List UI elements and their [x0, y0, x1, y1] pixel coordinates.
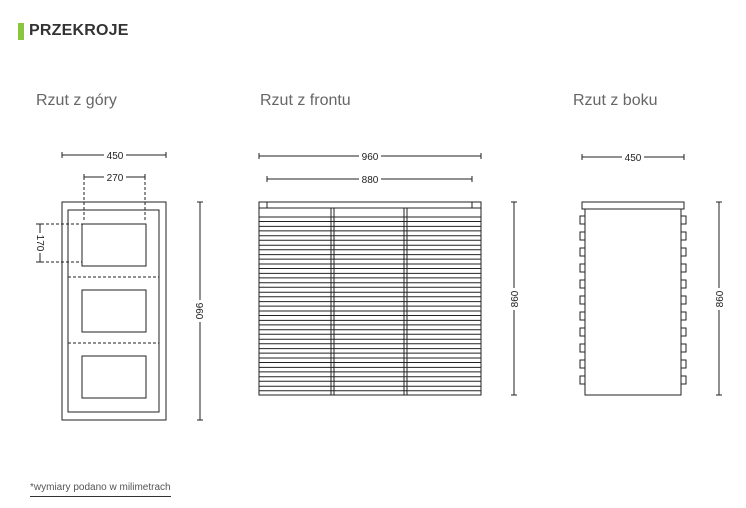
side-tab-right [680, 327, 687, 337]
side-tab-left [579, 327, 586, 337]
side-tab-right [680, 215, 687, 225]
top-view-title: Rzut z góry [36, 92, 117, 109]
side-tab-right [680, 295, 687, 305]
accent-bar [18, 22, 24, 40]
front-vertical-post [403, 208, 408, 395]
side-tab-right [680, 279, 687, 289]
side-tab-left [579, 263, 586, 273]
top-view-compartment [81, 289, 147, 333]
side-view-drawing [579, 154, 722, 396]
front-view-drawing [258, 153, 517, 396]
side-tab-left [579, 295, 586, 305]
side-tab-left [579, 375, 586, 385]
top-view-drawing [36, 152, 203, 421]
front-dim-width-outer: 960 [362, 152, 379, 163]
side-dim-width: 450 [625, 153, 642, 164]
side-dim-height: 860 [715, 290, 726, 307]
top-view-compartment [81, 223, 147, 267]
side-tab-left [579, 359, 586, 369]
page-title: PRZEKROJE [29, 22, 129, 39]
side-tab-right [680, 343, 687, 353]
side-tab-left [579, 343, 586, 353]
footnote: *wymiary podano w milimetrach [30, 482, 171, 497]
side-tabs [579, 215, 687, 385]
side-tab-left [579, 279, 586, 289]
section-header: PRZEKROJE [18, 20, 129, 42]
front-dim-width-inner: 880 [362, 175, 379, 186]
front-vertical-post [330, 208, 335, 395]
side-tab-right [680, 247, 687, 257]
side-tab-right [680, 231, 687, 241]
side-tab-right [680, 375, 687, 385]
top-view-compartment [81, 355, 147, 399]
front-slats [259, 216, 481, 392]
side-tab-left [579, 247, 586, 257]
side-tab-right [680, 263, 687, 273]
top-dim-width-inner: 270 [107, 173, 124, 184]
side-tab-left [579, 215, 586, 225]
side-tab-left [579, 231, 586, 241]
side-view-title: Rzut z boku [573, 92, 658, 109]
front-dim-height: 860 [510, 290, 521, 307]
top-dim-height: 960 [193, 303, 204, 320]
top-dim-small: 170 [34, 235, 45, 252]
top-dim-width-outer: 450 [107, 151, 124, 162]
side-tab-right [680, 311, 687, 321]
front-view-title: Rzut z frontu [260, 92, 351, 109]
side-tab-left [579, 311, 586, 321]
side-tab-right [680, 359, 687, 369]
